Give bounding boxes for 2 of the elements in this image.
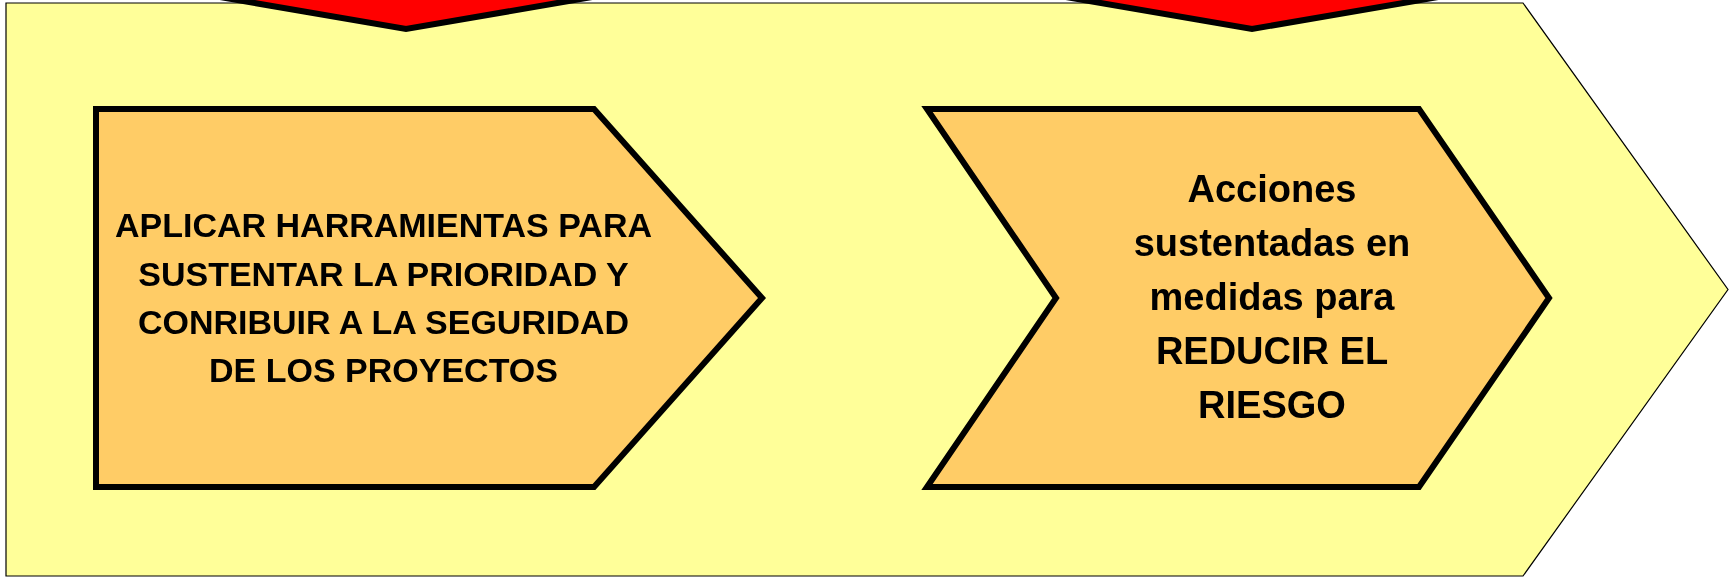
arrow-text: APLICAR HARRAMIENTAS PARA SUSTENTAR LA PRIORIDAD Y CONRIBUIR A LA SEGURIDAD DE LOS PROYECTOS	[113, 205, 654, 392]
arrow-text: Acciones sustentadas en medidas para REDUCIR EL RIESGO	[1132, 167, 1412, 428]
